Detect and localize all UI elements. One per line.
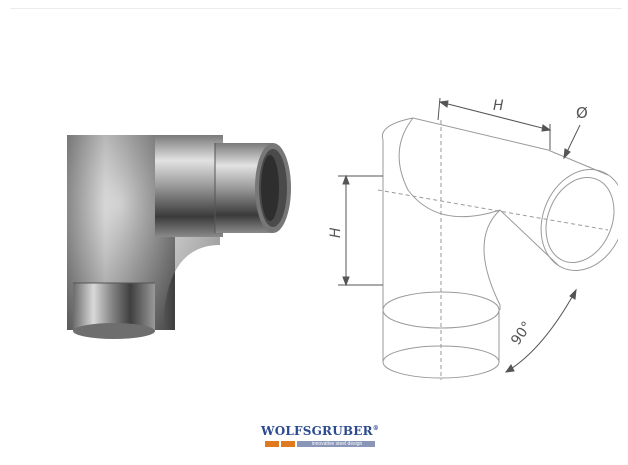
frame-line [10, 8, 622, 449]
dimension-label-top: H [493, 98, 504, 114]
brand-name-text: WOLFSGRUBER [261, 424, 373, 438]
dimension-label-angle: 90° [508, 319, 535, 349]
brand-stripe [281, 441, 295, 447]
brand-stripe [265, 441, 279, 447]
brand-name: WOLFSGRUBER® [255, 424, 385, 438]
dimension-label-diameter: Ø [576, 104, 588, 122]
elbow-photo [67, 135, 291, 339]
brand-registered-mark: ® [372, 425, 379, 432]
brand-tagline-bar [297, 441, 375, 447]
brand-logo: WOLFSGRUBER® innovative steel design [255, 424, 385, 454]
elbow-technical-drawing: H H Ø 90° [328, 97, 618, 380]
dimension-label-side: H [328, 227, 344, 238]
brand-tagline: innovative steel design [311, 441, 363, 447]
